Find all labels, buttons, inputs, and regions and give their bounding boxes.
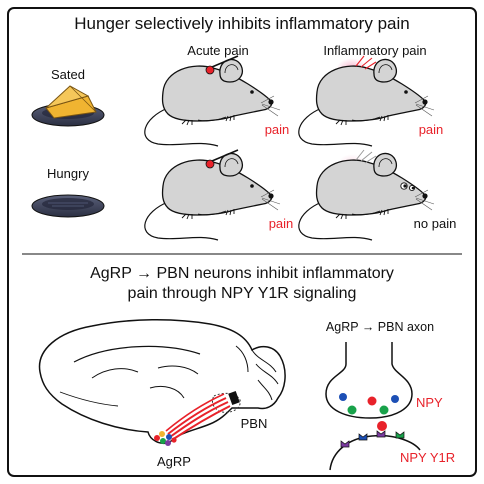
mouse-hungry-inflammatory-icon: [298, 149, 435, 241]
npy-label: NPY: [416, 395, 443, 410]
vesicle-green: [379, 405, 389, 415]
food-bowl-with-cheese-icon: [31, 85, 105, 127]
row-label-sated: Sated: [51, 67, 85, 82]
pain-label-sated-acute: pain: [265, 122, 290, 137]
npy-y1r-receptor: [358, 433, 368, 441]
vesicle-blue: [339, 393, 347, 401]
vesicle-blue: [391, 395, 399, 403]
pain-label-sated-inflammatory: pain: [419, 122, 444, 137]
mouse-brain-sagittal-section: [38, 318, 286, 446]
bottom-title-line2: pain through NPY Y1R signaling: [128, 285, 357, 302]
agrp-neuron-cluster: [154, 431, 177, 446]
vesicle-green: [347, 405, 357, 415]
mouse-sated-acute-icon: [144, 55, 281, 147]
row-label-hungry: Hungry: [47, 166, 89, 181]
vesicle-red: [367, 396, 377, 406]
agrp-label: AgRP: [157, 454, 191, 469]
pain-label-hungry-acute: pain: [269, 216, 294, 231]
mouse-hungry-acute-icon: [144, 149, 281, 241]
pbn-label: PBN: [241, 416, 268, 431]
released-npy-molecule: [377, 421, 387, 431]
npy-y1r-receptor: [376, 430, 386, 438]
npy-y1r-receptor: [340, 440, 350, 448]
top-title: Hunger selectively inhibits inflammatory…: [74, 14, 409, 33]
column-label-inflammatory-pain: Inflammatory pain: [323, 43, 426, 58]
npy-y1r-receptor: [395, 431, 405, 439]
presynaptic-axon-terminal: [325, 342, 413, 419]
mouse-sated-inflammatory-icon: [298, 55, 435, 147]
column-label-acute-pain: Acute pain: [187, 43, 248, 58]
npy-y1r-label: NPY Y1R: [400, 450, 455, 465]
axon-label: AgRP → PBN axon: [326, 320, 434, 334]
no-pain-label: no pain: [414, 216, 457, 231]
postsynaptic-membrane: [329, 430, 421, 471]
bottom-title-line1: AgRP → PBN neurons inhibit inflammatory: [90, 265, 394, 282]
empty-food-bowl-icon: [31, 194, 105, 218]
